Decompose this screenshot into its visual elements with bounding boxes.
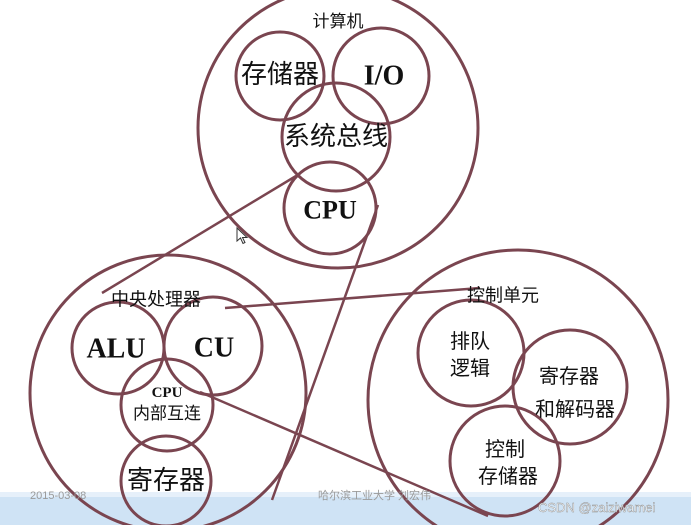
registers-label: 寄存器 xyxy=(127,466,205,496)
queue-logic-label-1: 排队 xyxy=(450,329,490,353)
interconnect-label-1: CPU xyxy=(152,385,183,401)
registers-circle xyxy=(119,434,213,525)
alu-label: ALU xyxy=(86,334,145,365)
mouse-cursor-icon xyxy=(236,226,249,245)
queue-logic-label-2: 逻辑 xyxy=(450,356,490,380)
control-memory-label-2: 存储器 xyxy=(478,464,538,488)
link-cu-to-control-unit xyxy=(224,286,481,310)
footer-date: 2015-03-08 xyxy=(30,490,86,502)
cpu-label: CPU xyxy=(303,196,357,225)
csdn-watermark: CSDN @zaiziwamei xyxy=(538,500,655,515)
interconnect-circle xyxy=(119,357,215,453)
system-bus-label: 系统总线 xyxy=(284,122,388,152)
reg-decoder-circle xyxy=(511,328,629,446)
cpu-unit-circle xyxy=(28,253,308,525)
system-bus-circle xyxy=(280,81,392,193)
io-label: I/O xyxy=(364,61,404,92)
io-circle xyxy=(331,26,431,126)
reg-decoder-label-2: 和解码器 xyxy=(535,397,615,421)
memory-label: 存储器 xyxy=(241,60,319,90)
control-memory-circle xyxy=(448,404,562,518)
memory-circle xyxy=(234,30,326,122)
reg-decoder-label-1: 寄存器 xyxy=(539,364,599,388)
link-cpu-to-cpu-unit xyxy=(101,174,297,295)
footer-institution: 哈尔滨工业大学 刘宏伟 xyxy=(318,488,431,502)
computer-circle xyxy=(196,0,480,270)
control-unit-title: 控制单元 xyxy=(467,286,539,307)
queue-logic-circle xyxy=(416,298,526,408)
cpu-unit-title: 中央处理器 xyxy=(111,290,201,311)
computer-title: 计算机 xyxy=(313,12,364,32)
footer-band-top xyxy=(0,492,691,497)
link-cu-to-control-unit-2 xyxy=(199,390,489,518)
control-unit-circle xyxy=(366,248,670,525)
cu-label: CU xyxy=(194,333,234,364)
control-memory-label-1: 控制 xyxy=(485,437,525,461)
interconnect-label-2: 内部互连 xyxy=(133,404,201,424)
link-cpu-to-cpu-unit-2 xyxy=(270,204,380,501)
